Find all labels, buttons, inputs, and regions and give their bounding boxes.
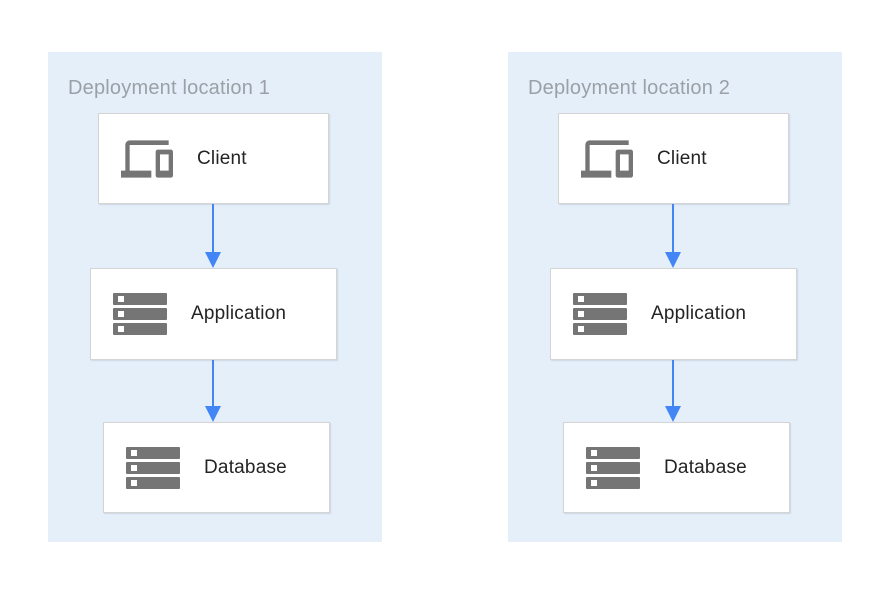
node-label: Application <box>651 303 747 324</box>
server-stack-icon <box>573 293 627 335</box>
arrow-shaft <box>672 204 674 252</box>
devices-icon <box>121 138 173 180</box>
node-label: Client <box>657 147 707 169</box>
server-stack-icon <box>586 446 640 489</box>
arrow-shaft <box>212 360 214 406</box>
arrow-head <box>205 406 221 422</box>
devices-icon <box>581 138 633 180</box>
server-stack-icon <box>126 446 180 489</box>
deployment-panel-1: Deployment location 1 Client <box>48 52 382 542</box>
node-client: Client <box>558 113 789 204</box>
arrow-down-icon <box>205 360 221 422</box>
arrow-shaft <box>672 360 674 406</box>
node-label: Database <box>204 456 287 478</box>
panel-title: Deployment location 2 <box>528 77 731 99</box>
arrow-down-icon <box>665 204 681 268</box>
node-database: Database <box>103 422 330 513</box>
server-stack-icon <box>113 293 167 335</box>
panel-title: Deployment location 1 <box>68 77 271 99</box>
node-application: Application <box>550 268 797 360</box>
node-label: Application <box>191 303 287 324</box>
arrow-head <box>665 406 681 422</box>
arrow-head <box>665 252 681 268</box>
node-label: Client <box>197 147 247 169</box>
arrow-shaft <box>212 204 214 252</box>
node-label: Database <box>664 456 747 478</box>
arrow-down-icon <box>205 204 221 268</box>
node-database: Database <box>563 422 790 513</box>
arrow-head <box>205 252 221 268</box>
deployment-panel-2: Deployment location 2 Client <box>508 52 842 542</box>
node-application: Application <box>90 268 337 360</box>
node-client: Client <box>98 113 329 204</box>
arrow-down-icon <box>665 360 681 422</box>
